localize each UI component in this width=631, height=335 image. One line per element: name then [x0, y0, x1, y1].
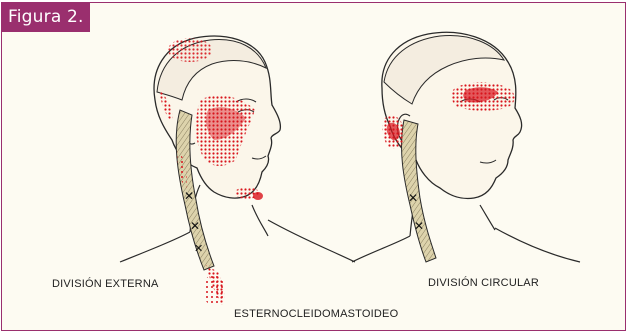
left-head-illustration: ✕ ✕ ✕	[120, 36, 355, 270]
label-division-externa: DIVISIÓN EXTERNA	[52, 278, 159, 290]
label-esternocleidomastoideo: ESTERNOCLEIDOMASTOIDEO	[234, 308, 398, 320]
svg-text:✕: ✕	[194, 242, 203, 255]
svg-text:✕: ✕	[184, 189, 194, 203]
svg-text:✕: ✕	[414, 219, 424, 233]
right-head-illustration: ✕ ✕	[352, 32, 580, 262]
svg-text:✕: ✕	[190, 219, 200, 233]
svg-text:✕: ✕	[408, 191, 418, 205]
label-division-circular: DIVISIÓN CIRCULAR	[428, 277, 539, 289]
